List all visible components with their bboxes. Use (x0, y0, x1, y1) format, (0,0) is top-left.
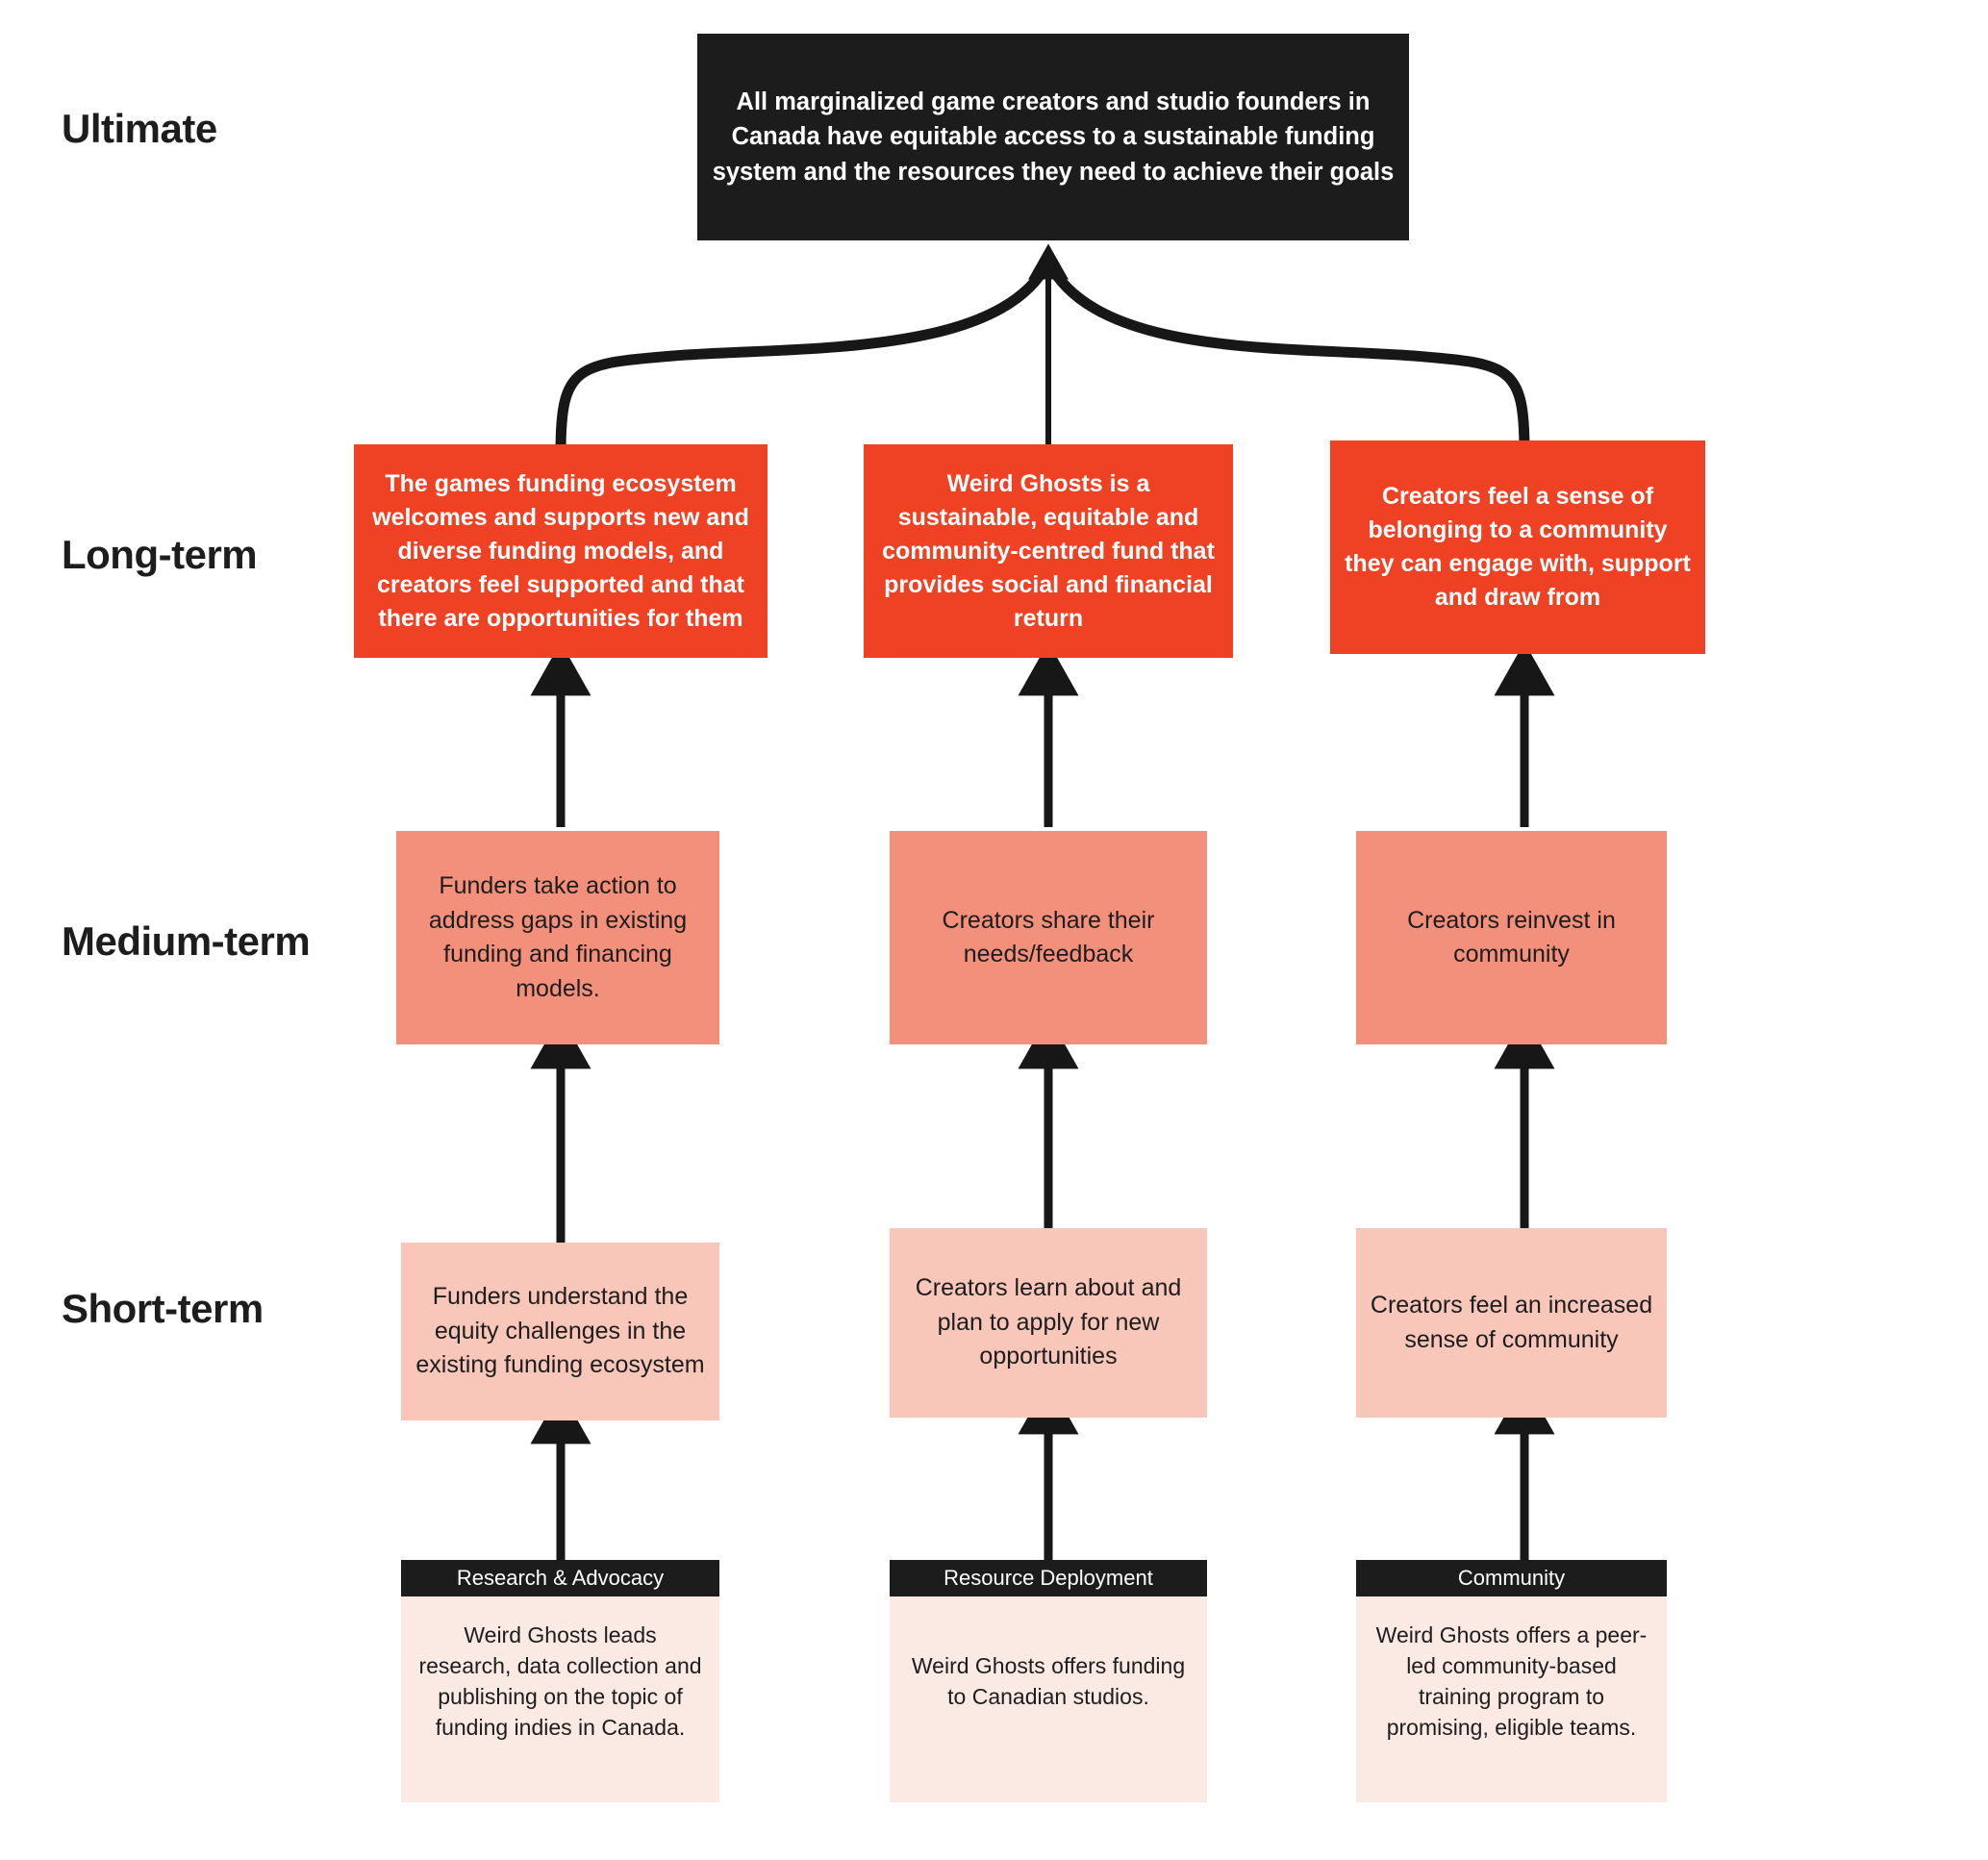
ultimate-goal-box[interactable]: All marginalized game creators and studi… (697, 34, 1409, 240)
activity-body-3: Weird Ghosts offers a peer-led community… (1375, 1621, 1648, 1741)
long-term-box-3[interactable]: Creators feel a sense of belonging to a … (1330, 440, 1705, 654)
medium-term-text-2: Creators share their needs/feedback (942, 906, 1155, 968)
row-label-short-term: Short-term (62, 1286, 264, 1331)
short-term-text-1: Funders understand the equity challenges… (415, 1283, 705, 1379)
long-term-box-1[interactable]: The games funding ecosystem welcomes and… (354, 444, 768, 658)
short-term-box-3[interactable]: Creators feel an increased sense of comm… (1356, 1228, 1667, 1418)
activity-card-2[interactable]: Resource Deployment Weird Ghosts offers … (890, 1560, 1207, 1802)
ultimate-goal-text: All marginalized game creators and studi… (712, 88, 1395, 186)
medium-term-box-2[interactable]: Creators share their needs/feedback (890, 831, 1207, 1044)
long-term-box-2[interactable]: Weird Ghosts is a sustainable, equitable… (864, 444, 1233, 658)
short-term-box-2[interactable]: Creators learn about and plan to apply f… (890, 1228, 1207, 1418)
long-term-text-2: Weird Ghosts is a sustainable, equitable… (882, 469, 1215, 632)
medium-term-text-1: Funders take action to address gaps in e… (428, 872, 688, 1002)
medium-term-box-1[interactable]: Funders take action to address gaps in e… (396, 831, 719, 1044)
activity-card-1[interactable]: Research & Advocacy Weird Ghosts leads r… (401, 1560, 719, 1802)
activity-card-3[interactable]: Community Weird Ghosts offers a peer-led… (1356, 1560, 1667, 1802)
long-term-text-3: Creators feel a sense of belonging to a … (1345, 483, 1691, 611)
activity-body-1: Weird Ghosts leads research, data collec… (418, 1621, 702, 1741)
medium-term-box-3[interactable]: Creators reinvest in community (1356, 831, 1667, 1044)
activity-header-3: Community (1356, 1560, 1667, 1596)
row-label-long-term: Long-term (62, 532, 258, 577)
medium-term-text-3: Creators reinvest in community (1407, 906, 1616, 968)
activity-body-2: Weird Ghosts offers funding to Canadian … (911, 1652, 1186, 1709)
long-term-text-1: The games funding ecosystem welcomes and… (372, 469, 749, 632)
activity-header-1: Research & Advocacy (401, 1560, 719, 1596)
row-label-medium-term: Medium-term (62, 918, 311, 964)
short-term-text-3: Creators feel an increased sense of comm… (1370, 1292, 1653, 1353)
arrow-merge-to-ultimate (555, 243, 1530, 458)
short-term-text-2: Creators learn about and plan to apply f… (915, 1274, 1182, 1370)
short-term-box-1[interactable]: Funders understand the equity challenges… (401, 1243, 719, 1420)
row-label-ultimate: Ultimate (62, 106, 217, 151)
activity-header-2: Resource Deployment (890, 1560, 1207, 1596)
